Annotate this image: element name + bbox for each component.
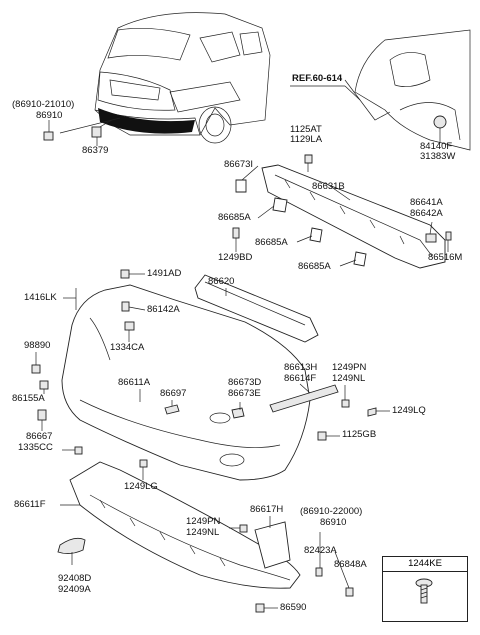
- part-label: 86685A: [218, 212, 251, 223]
- part-label: 84140F: [420, 141, 453, 152]
- part-label: 86614F: [284, 373, 317, 384]
- clip-86516M: [445, 231, 452, 241]
- part-label: 86613H: [284, 362, 318, 373]
- screw-1249PN-2: [239, 524, 248, 533]
- part-label: 86685A: [298, 261, 331, 272]
- bracket-86685A-1: [272, 197, 288, 213]
- rear-beam-86631B: [261, 164, 446, 269]
- part-label: 86516M: [428, 252, 463, 263]
- clip-1335CC: [74, 446, 83, 455]
- part-label: 86697: [160, 388, 187, 399]
- part-label: (86910-21010): [12, 99, 75, 110]
- part-label: 1416LK: [24, 292, 57, 303]
- part-label: 1125GB: [342, 429, 377, 440]
- grommet-86379: [91, 126, 102, 138]
- part-label: 1249PN: [186, 516, 221, 527]
- part-label: 86641A: [410, 197, 443, 208]
- quarter-panel-ref: [344, 29, 471, 151]
- clip-86590: [255, 603, 265, 613]
- part-label: 86379: [82, 145, 109, 156]
- clip-1334CA: [124, 321, 135, 331]
- molding-86613H: [269, 384, 339, 413]
- part-label: 86673I: [224, 159, 254, 170]
- part-label: 1125AT: [290, 124, 322, 135]
- part-label: 92409A: [58, 584, 91, 595]
- part-label: 86631B: [312, 181, 345, 192]
- part-label: 1334CA: [110, 342, 145, 353]
- bracket-86685A-2: [309, 227, 323, 243]
- clip-98890: [31, 364, 41, 374]
- part-label: 86685A: [255, 237, 288, 248]
- part-label: 1249PN: [332, 362, 367, 373]
- part-label: (86910-22000): [300, 506, 363, 517]
- part-label: 86617H: [250, 504, 284, 515]
- ref-label[interactable]: REF.60-614: [292, 73, 343, 84]
- bracket-86673D: [231, 407, 245, 419]
- screw-1249LQ: [367, 407, 377, 417]
- legend-box: 1244KE: [382, 556, 468, 622]
- part-label: 86620: [208, 276, 235, 287]
- part-label: 86590: [280, 602, 307, 613]
- screw-1249PN: [341, 399, 350, 408]
- reflector-86697: [164, 404, 180, 415]
- part-label: 1491AD: [147, 268, 182, 279]
- screw-1244KE-icon: [415, 578, 433, 604]
- part-label: 1249LQ: [392, 405, 426, 416]
- clip-86641A: [425, 233, 437, 243]
- clip-86848A: [345, 587, 354, 597]
- clip-82423A: [315, 567, 323, 577]
- part-label: 1249BD: [218, 252, 253, 263]
- clip-86667: [37, 409, 47, 421]
- part-label: 86142A: [147, 304, 180, 315]
- bumper-cover-86611A: [61, 284, 311, 481]
- part-label: 86910: [320, 517, 347, 528]
- clip-86155A: [39, 380, 49, 390]
- part-label: 1249NL: [332, 373, 366, 384]
- clip-1249BD: [232, 227, 240, 239]
- part-label: 86611A: [118, 377, 151, 388]
- part-label: 86667: [26, 431, 53, 442]
- clip-1491AD: [120, 269, 130, 279]
- screw-1249LG: [139, 459, 148, 468]
- part-label: 1249NL: [186, 527, 220, 538]
- bracket-86685A-3: [353, 251, 367, 267]
- part-label: 31383W: [420, 151, 456, 162]
- part-label: 86673E: [228, 388, 261, 399]
- part-label: 86642A: [410, 208, 443, 219]
- vehicle-illustration: [59, 12, 271, 144]
- part-label: 92408D: [58, 573, 92, 584]
- part-label: 86673D: [228, 377, 262, 388]
- part-label: 82423A: [304, 545, 337, 556]
- plug-84140F: [433, 115, 447, 129]
- reflector-92408D: [57, 537, 86, 555]
- part-label: 98890: [24, 340, 51, 351]
- part-label: 1129LA: [290, 134, 323, 145]
- part-label: 86910: [36, 110, 63, 121]
- bracket-86617H: [254, 521, 291, 569]
- clip-86142A: [121, 301, 130, 312]
- part-label: 1335CC: [18, 442, 53, 453]
- part-label: 86848A: [334, 559, 367, 570]
- bolt-1125GB: [317, 431, 327, 441]
- bolt-1125AT: [304, 154, 313, 164]
- lower-cover-86611F: [69, 461, 301, 589]
- legend-title: 1244KE: [383, 557, 467, 572]
- part-label: 86611F: [14, 499, 46, 510]
- part-label: 86155A: [12, 393, 45, 404]
- bracket-86673I: [235, 179, 247, 193]
- sensor-86910: [43, 131, 54, 141]
- part-label: 1249LG: [124, 481, 158, 492]
